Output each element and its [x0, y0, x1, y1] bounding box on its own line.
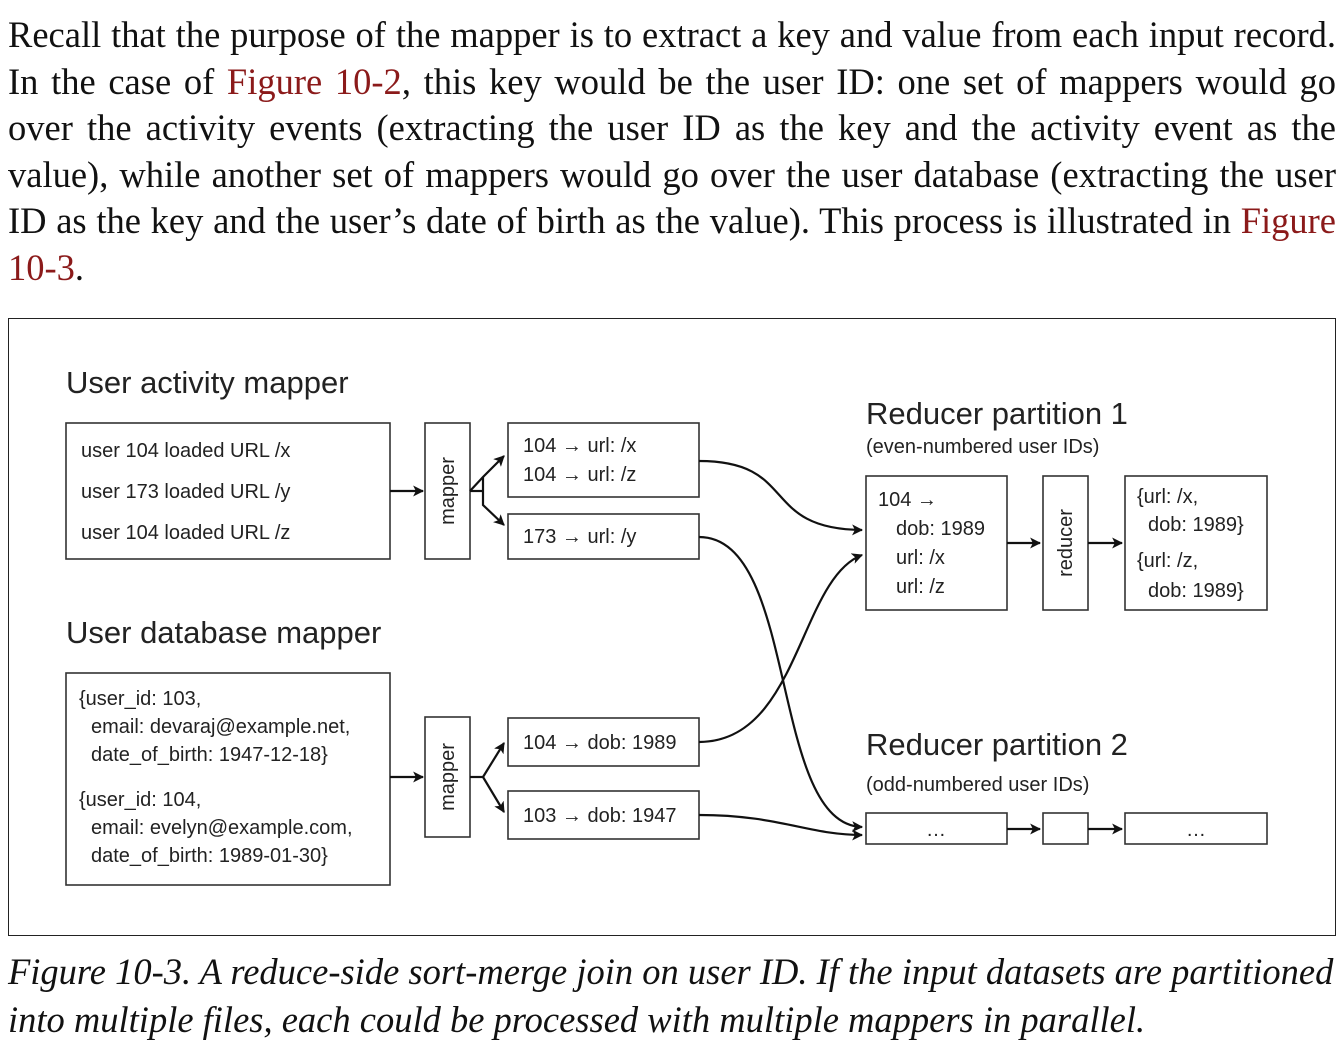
- database-record-line: date_of_birth: 1989-01-30}: [91, 845, 328, 867]
- intro-text-1: Recall that the purpose of the mapper is…: [8, 14, 1336, 102]
- partition2-reducer-box: [1042, 812, 1089, 845]
- reducer-label: reducer: [1055, 509, 1077, 577]
- figure-10-2-link[interactable]: Figure 10-2: [226, 60, 402, 102]
- partition2-subtitle: (odd-numbered user IDs): [866, 774, 1089, 796]
- activity-input-box: [65, 422, 391, 560]
- mapper-label: mapper: [437, 457, 459, 525]
- partition1-output-box: [1124, 475, 1268, 611]
- partition2-input-box: [865, 812, 1008, 845]
- figure-10-3-link[interactable]: Figure 10-3: [8, 200, 1336, 288]
- activity-output-line: 104 → url: /z: [523, 464, 636, 486]
- database-record-line: email: evelyn@example.com,: [91, 817, 353, 839]
- partition2-output-ellipsis: …: [1186, 819, 1206, 841]
- activity-output-line: 104 → url: /x: [523, 435, 636, 457]
- partition1-input-line: dob: 1989: [896, 518, 985, 540]
- database-record-line: {user_id: 103,: [79, 688, 201, 710]
- activity-record: user 173 loaded URL /y: [81, 481, 290, 503]
- activity-output-line: 173 → url: /y: [523, 526, 636, 548]
- partition1-input-box: [865, 475, 1008, 611]
- partition1-output-line: {url: /z,: [1137, 550, 1198, 572]
- arrow-mapper-to-activity-output-1: [469, 455, 505, 492]
- intro-text-2: , this key would be the user ID: one set…: [8, 60, 1336, 242]
- partition1-output-line: dob: 1989}: [1148, 514, 1244, 536]
- activity-output-box-173: [507, 513, 700, 560]
- arrow-mapper-to-database-output-2: [482, 776, 505, 813]
- shuffle-104-url-to-partition1: [698, 459, 864, 536]
- arrow-mapper-to-activity-output-2: [481, 477, 505, 526]
- arrow-mapper-to-database-output-1: [482, 742, 505, 778]
- partition1-subtitle: (even-numbered user IDs): [866, 436, 1099, 458]
- activity-output-box-104: [507, 422, 700, 498]
- figure-frame: User activity mapper user 104 loaded URL…: [8, 318, 1336, 936]
- shuffle-104-dob-to-partition1: [698, 553, 864, 744]
- partition2-title: Reducer partition 2: [866, 727, 1128, 762]
- mapper-label: mapper: [437, 743, 459, 811]
- intro-text-3: .: [74, 246, 85, 288]
- database-record-line: date_of_birth: 1947-12-18}: [91, 744, 328, 766]
- database-output-line: 103 → dob: 1947: [523, 805, 676, 827]
- activity-mapper-heading: User activity mapper: [66, 365, 349, 400]
- database-mapper-heading: User database mapper: [66, 615, 381, 650]
- partition1-output-line: {url: /x,: [1137, 486, 1198, 508]
- partition1-title: Reducer partition 1: [866, 396, 1128, 431]
- partition1-input-line: url: /x: [896, 547, 945, 569]
- activity-record: user 104 loaded URL /x: [81, 440, 290, 462]
- shuffle-103-dob-to-partition2: [698, 813, 864, 841]
- database-record-line: {user_id: 104,: [79, 789, 201, 811]
- figure-caption: Figure 10-3. A reduce-side sort-merge jo…: [8, 951, 1334, 1040]
- intro-paragraph: Recall that the purpose of the mapper is…: [8, 12, 1336, 291]
- activity-mapper-box: [424, 422, 471, 560]
- database-record-line: email: devaraj@example.net,: [91, 716, 350, 738]
- partition1-input-line: url: /z: [896, 576, 945, 598]
- partition1-output-line: dob: 1989}: [1148, 580, 1244, 602]
- partition2-input-ellipsis: …: [926, 819, 946, 841]
- database-input-box: [65, 672, 391, 886]
- activity-record: user 104 loaded URL /z: [81, 522, 290, 544]
- shuffle-173-url-to-partition2: [698, 535, 864, 833]
- database-output-box-103: [507, 790, 700, 840]
- partition1-input-line: 104 →: [878, 489, 937, 511]
- database-output-line: 104 → dob: 1989: [523, 732, 676, 754]
- join-diagram: User activity mapper user 104 loaded URL…: [65, 365, 1268, 886]
- partition2-output-box: [1124, 812, 1268, 845]
- partition1-reducer-box: [1042, 475, 1089, 611]
